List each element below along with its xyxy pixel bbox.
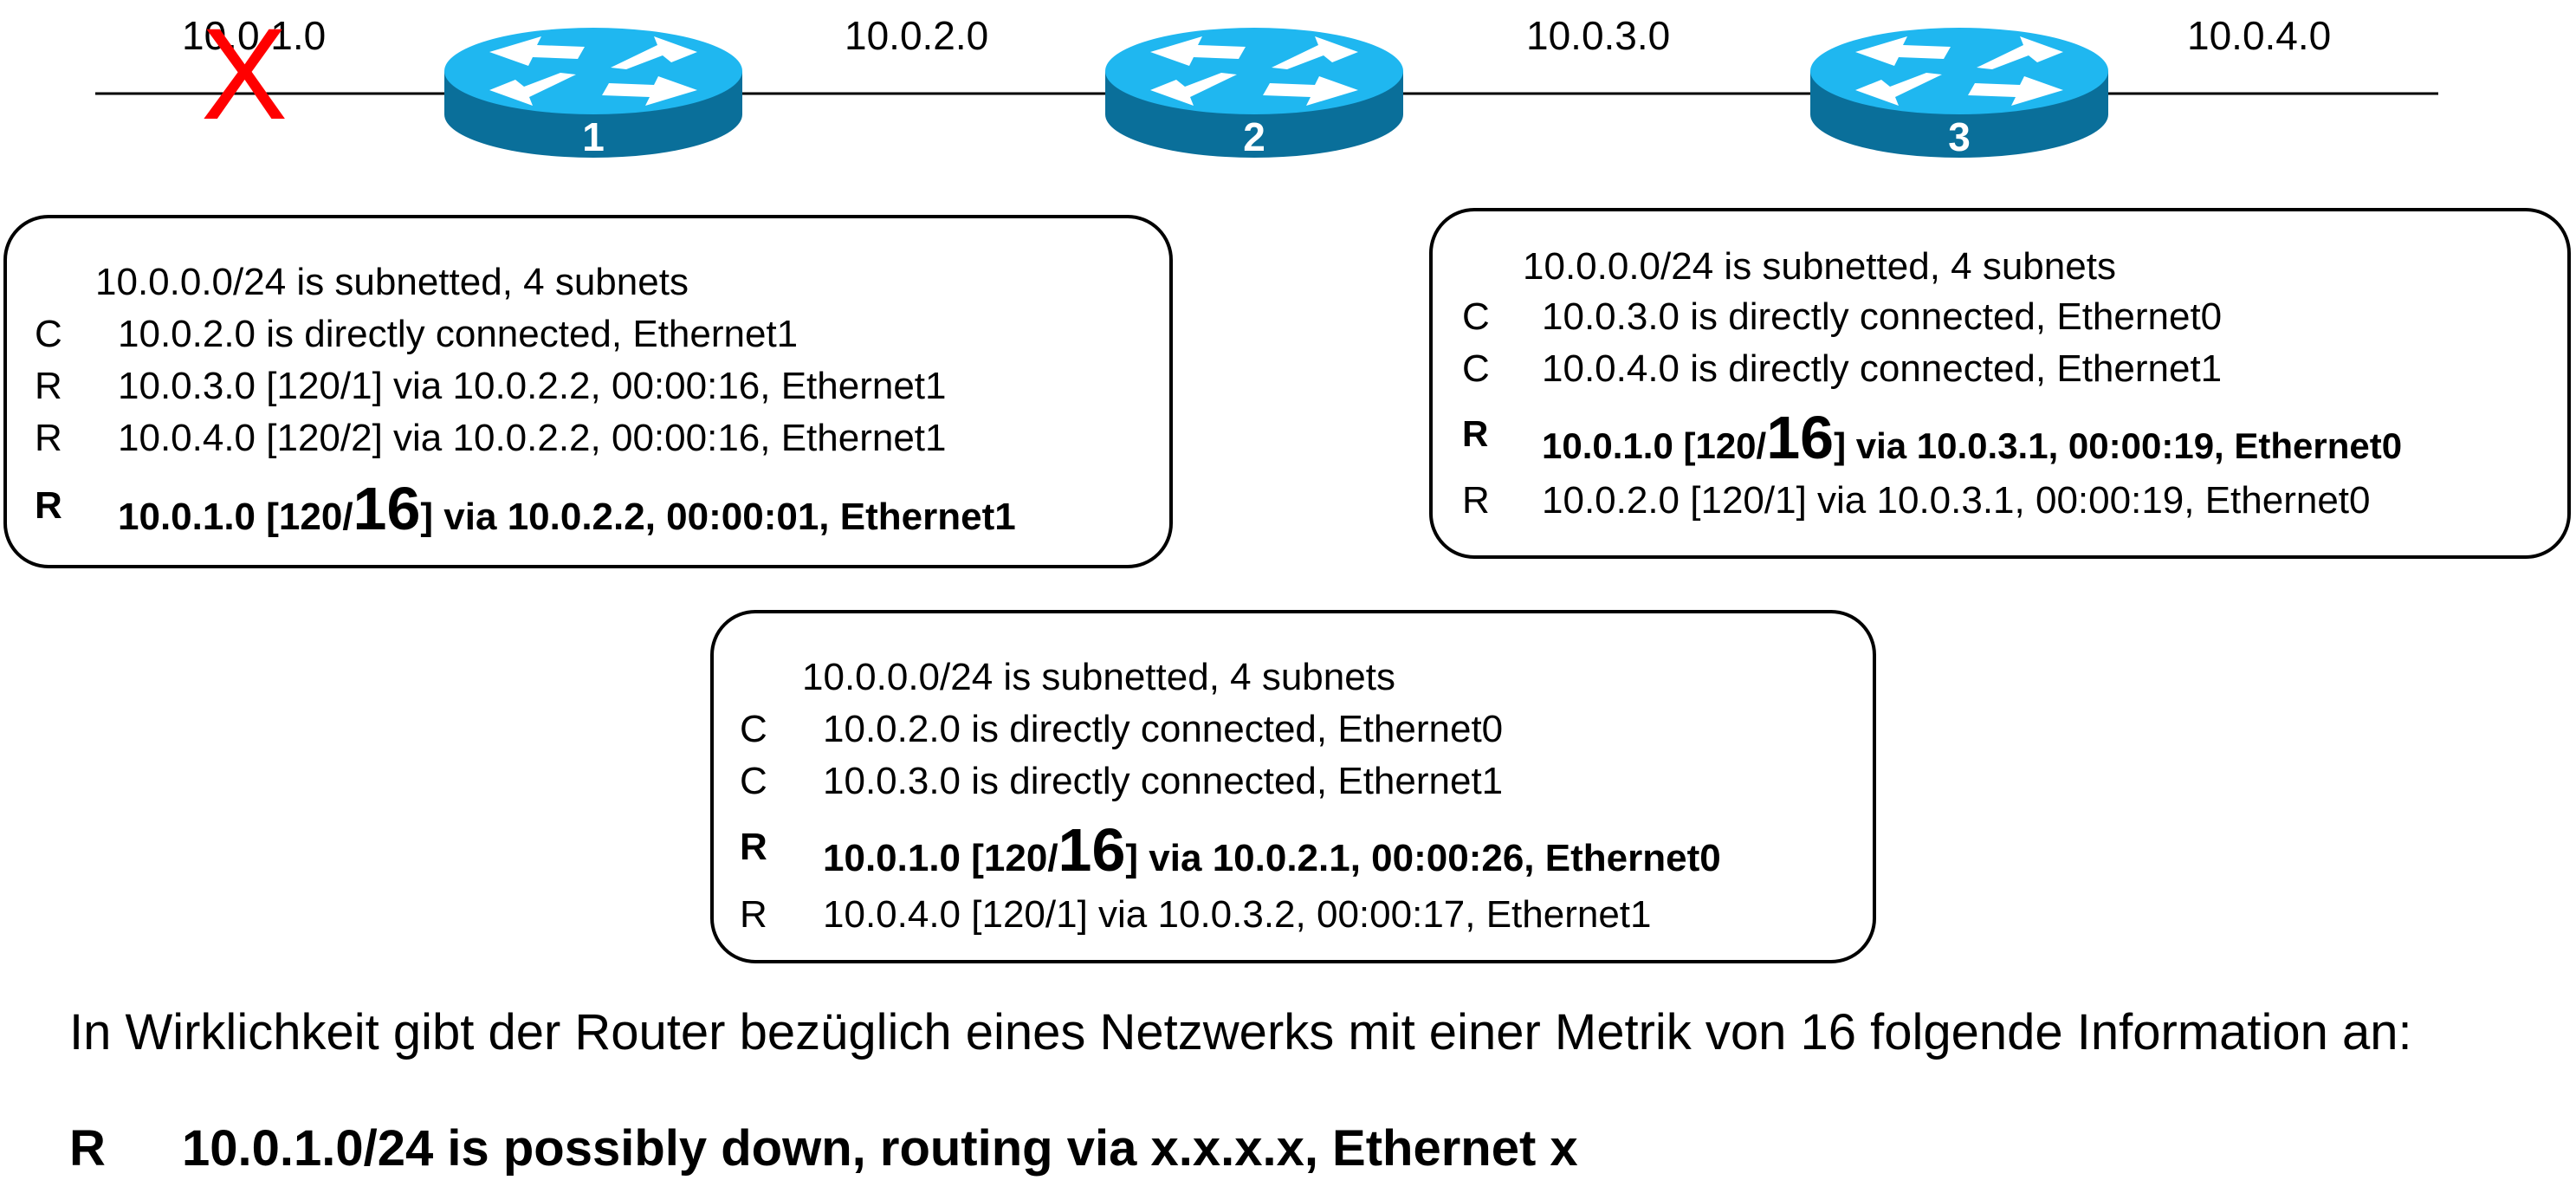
routing-table-router-3: 10.0.0.0/24 is subnetted, 4 subnets C 10… [1429, 208, 2571, 559]
route-text: 10.0.4.0 is directly connected, Ethernet… [1542, 347, 2223, 390]
failure-x-icon: X [201, 1, 288, 146]
route-code: C [1462, 347, 1490, 390]
route-code: R [35, 417, 62, 459]
route-text: 10.0.2.0 is directly connected, Ethernet… [118, 313, 799, 355]
router-2-icon: 2 [1105, 28, 1403, 159]
route-code: R [35, 484, 62, 527]
route-prefix: 10.0.1.0 [120/ [118, 496, 353, 538]
table-header: 10.0.0.0/24 is subnetted, 4 subnets [1523, 245, 2116, 288]
network-label-3: 10.0.3.0 [1526, 13, 1671, 58]
route-text: 10.0.1.0/24 is possibly down, routing vi… [182, 1120, 1578, 1177]
table-header: 10.0.0.0/24 is subnetted, 4 subnets [802, 656, 1395, 698]
route-text: 10.0.1.0 [120/16] via 10.0.2.2, 00:00:01… [118, 478, 1016, 539]
routing-table-router-2: 10.0.0.0/24 is subnetted, 4 subnets C 10… [710, 610, 1876, 963]
route-text: 10.0.1.0 [120/16] via 10.0.3.1, 00:00:19… [1542, 407, 2402, 468]
route-suffix: ] via 10.0.3.1, 00:00:19, Ethernet0 [1834, 425, 2403, 466]
route-code: R [740, 893, 767, 936]
route-text: 10.0.3.0 is directly connected, Ethernet… [1542, 295, 2223, 338]
route-suffix: ] via 10.0.2.2, 00:00:01, Ethernet1 [420, 496, 1016, 538]
routing-table-router-1: 10.0.0.0/24 is subnetted, 4 subnets C 10… [3, 215, 1173, 568]
route-text: 10.0.1.0 [120/16] via 10.0.2.1, 00:00:26… [823, 820, 1721, 880]
route-metric: 16 [1766, 404, 1835, 471]
route-code: R [69, 1120, 106, 1177]
route-text: 10.0.3.0 [120/1] via 10.0.2.2, 00:00:16,… [118, 365, 947, 407]
route-code: R [35, 365, 62, 407]
route-text: 10.0.4.0 [120/1] via 10.0.3.2, 00:00:17,… [823, 893, 1652, 936]
route-text: 10.0.3.0 is directly connected, Ethernet… [823, 760, 1504, 802]
explanation-text: In Wirklichkeit gibt der Router bezüglic… [69, 1004, 2412, 1060]
network-label-4: 10.0.4.0 [2187, 13, 2332, 58]
route-code: C [1462, 295, 1490, 338]
route-code: R [1462, 479, 1490, 522]
route-metric: 16 [353, 475, 421, 542]
route-prefix: 10.0.1.0 [120/ [823, 837, 1058, 879]
route-text: 10.0.2.0 is directly connected, Ethernet… [823, 708, 1504, 750]
router-3-label: 3 [1948, 114, 1971, 159]
network-label-2: 10.0.2.0 [845, 13, 989, 58]
router-1-icon: 1 [444, 28, 742, 159]
route-code: C [35, 313, 62, 355]
route-prefix: 10.0.1.0 [120/ [1542, 425, 1767, 466]
router-1-label: 1 [582, 114, 605, 159]
network-topology: 1 2 3 [95, 28, 2438, 159]
route-suffix: ] via 10.0.2.1, 00:00:26, Ethernet0 [1125, 837, 1721, 879]
route-code: C [740, 708, 767, 750]
router-2-label: 2 [1243, 114, 1265, 159]
route-metric: 16 [1058, 816, 1126, 884]
route-text: 10.0.4.0 [120/2] via 10.0.2.2, 00:00:16,… [118, 417, 947, 459]
router-3-icon: 3 [1810, 28, 2108, 159]
network-label-1: 10.0.1.0 [182, 13, 327, 58]
route-text: 10.0.2.0 [120/1] via 10.0.3.1, 00:00:19,… [1542, 479, 2371, 522]
route-code: C [740, 760, 767, 802]
table-header: 10.0.0.0/24 is subnetted, 4 subnets [95, 261, 689, 303]
route-code: R [1462, 413, 1489, 454]
route-code: R [740, 826, 767, 868]
